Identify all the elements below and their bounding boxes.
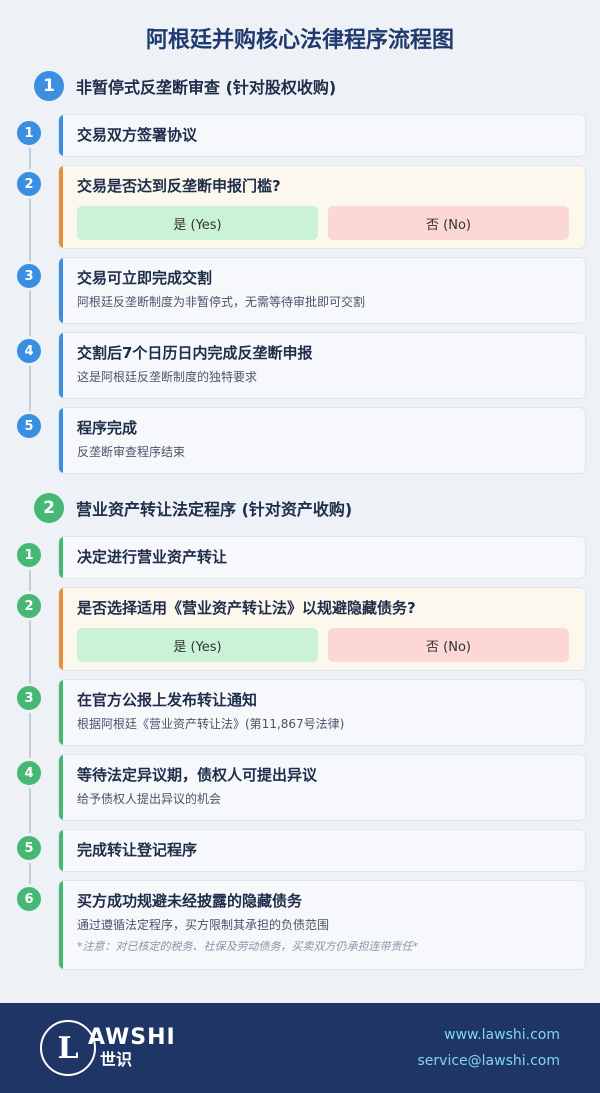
- logo-text: AWSHI 世识: [88, 1026, 176, 1070]
- section-2-rail: [29, 556, 31, 901]
- flow-step: 3 在官方公报上发布转让通知 根据阿根廷《营业资产转让法》(第11,867号法律…: [0, 679, 600, 746]
- step-card: 程序完成 反垄断审查程序结束: [58, 407, 586, 474]
- step-number-badge: 4: [14, 758, 44, 788]
- section-2-title: 营业资产转让法定程序 (针对资产收购): [76, 500, 353, 519]
- step-title: 买方成功规避未经披露的隐藏债务: [77, 892, 303, 910]
- yes-option[interactable]: 是 (Yes): [77, 206, 318, 240]
- section-2-header: 2 营业资产转让法定程序 (针对资产收购): [0, 488, 600, 528]
- step-card: 交割后7个日历日内完成反垄断申报 这是阿根廷反垄断制度的独特要求: [58, 332, 586, 399]
- flow-step: 5 程序完成 反垄断审查程序结束: [0, 407, 600, 474]
- section-1: 1 非暂停式反垄断审查 (针对股权收购) 1 交易双方签署协议 2 交易是否达到…: [0, 66, 600, 474]
- step-title: 交易可立即完成交割: [77, 269, 213, 287]
- step-number-badge: 1: [14, 540, 44, 570]
- section-1-steps: 1 交易双方签署协议 2 交易是否达到反垄断申报门槛? 是 (Yes) 否 (N…: [0, 114, 600, 474]
- logo-letter-mark: L: [40, 1020, 96, 1076]
- no-option[interactable]: 否 (No): [328, 628, 569, 662]
- step-number-badge: 5: [14, 411, 44, 441]
- step-description: 反垄断审查程序结束: [77, 445, 186, 459]
- step-card: 买方成功规避未经披露的隐藏债务 通过遵循法定程序，买方限制其承担的负债范围 *注…: [58, 880, 586, 970]
- no-option[interactable]: 否 (No): [328, 206, 569, 240]
- decision-card: 交易是否达到反垄断申报门槛? 是 (Yes) 否 (No): [58, 165, 586, 249]
- section-2-number-badge: 2: [34, 493, 64, 523]
- section-1-title: 非暂停式反垄断审查 (针对股权收购): [76, 78, 337, 97]
- flow-step: 4 交割后7个日历日内完成反垄断申报 这是阿根廷反垄断制度的独特要求: [0, 332, 600, 399]
- page-title: 阿根廷并购核心法律程序流程图: [145, 28, 454, 53]
- step-description: 给予债权人提出异议的机会: [77, 792, 222, 806]
- step-card: 交易双方签署协议: [58, 114, 586, 157]
- decision-step: 2 是否选择适用《营业资产转让法》以规避隐藏债务? 是 (Yes) 否 (No): [0, 587, 600, 671]
- flow-step: 1 决定进行营业资产转让: [0, 536, 600, 579]
- email-link[interactable]: service@lawshi.com: [417, 1053, 560, 1069]
- decision-choices: 是 (Yes) 否 (No): [77, 206, 569, 240]
- section-1-number-badge: 1: [34, 71, 64, 101]
- decision-card: 是否选择适用《营业资产转让法》以规避隐藏债务? 是 (Yes) 否 (No): [58, 587, 586, 671]
- step-title: 在官方公报上发布转让通知: [77, 691, 258, 709]
- step-number-badge: 2: [14, 169, 44, 199]
- step-card: 交易可立即完成交割 阿根廷反垄断制度为非暂停式，无需等待审批即可交割: [58, 257, 586, 324]
- flow-step: 6 买方成功规避未经披露的隐藏债务 通过遵循法定程序，买方限制其承担的负债范围 …: [0, 880, 600, 970]
- step-number-badge: 4: [14, 336, 44, 366]
- yes-option[interactable]: 是 (Yes): [77, 628, 318, 662]
- step-card: 决定进行营业资产转让: [58, 536, 586, 579]
- step-note: *注意：对已核定的税务、社保及劳动债务，买卖双方仍承担连带责任*: [77, 940, 418, 953]
- decision-step: 2 交易是否达到反垄断申报门槛? 是 (Yes) 否 (No): [0, 165, 600, 249]
- section-2-steps: 1 决定进行营业资产转让 2 是否选择适用《营业资产转让法》以规避隐藏债务? 是…: [0, 536, 600, 970]
- decision-question: 交易是否达到反垄断申报门槛?: [77, 177, 281, 195]
- decision-choices: 是 (Yes) 否 (No): [77, 628, 569, 662]
- logo-wordmark: AWSHI: [88, 1025, 176, 1050]
- logo-chinese-name: 世识: [100, 1050, 133, 1069]
- step-title: 交易双方签署协议: [77, 126, 198, 144]
- flow-step: 5 完成转让登记程序: [0, 829, 600, 872]
- step-description: 根据阿根廷《营业资产转让法》(第11,867号法律): [77, 717, 345, 731]
- step-number-badge: 5: [14, 833, 44, 863]
- lawshi-logo: L AWSHI 世识: [40, 1020, 176, 1076]
- step-title: 决定进行营业资产转让: [77, 548, 228, 566]
- decision-question: 是否选择适用《营业资产转让法》以规避隐藏债务?: [77, 599, 416, 617]
- step-title: 交割后7个日历日内完成反垄断申报: [77, 344, 313, 362]
- step-description: 阿根廷反垄断制度为非暂停式，无需等待审批即可交割: [77, 295, 366, 309]
- step-title: 程序完成: [77, 419, 138, 437]
- step-number-badge: 2: [14, 591, 44, 621]
- step-number-badge: 3: [14, 683, 44, 713]
- website-link[interactable]: www.lawshi.com: [444, 1027, 560, 1043]
- flow-step: 4 等待法定异议期，债权人可提出异议 给予债权人提出异议的机会: [0, 754, 600, 821]
- step-number-badge: 6: [14, 884, 44, 914]
- flow-step: 1 交易双方签署协议: [0, 114, 600, 157]
- step-title: 等待法定异议期，债权人可提出异议: [77, 766, 318, 784]
- step-card: 完成转让登记程序: [58, 829, 586, 872]
- step-title: 完成转让登记程序: [77, 841, 198, 859]
- step-card: 等待法定异议期，债权人可提出异议 给予债权人提出异议的机会: [58, 754, 586, 821]
- step-card: 在官方公报上发布转让通知 根据阿根廷《营业资产转让法》(第11,867号法律): [58, 679, 586, 746]
- flow-step: 3 交易可立即完成交割 阿根廷反垄断制度为非暂停式，无需等待审批即可交割: [0, 257, 600, 324]
- footer: L AWSHI 世识 www.lawshi.com service@lawshi…: [0, 1003, 600, 1093]
- step-description: 通过遵循法定程序，买方限制其承担的负债范围: [77, 918, 330, 932]
- section-1-header: 1 非暂停式反垄断审查 (针对股权收购): [0, 66, 600, 106]
- contact-info: www.lawshi.com service@lawshi.com: [418, 1022, 560, 1074]
- step-number-badge: 3: [14, 261, 44, 291]
- step-description: 这是阿根廷反垄断制度的独特要求: [77, 370, 258, 384]
- step-number-badge: 1: [14, 118, 44, 148]
- section-2: 2 营业资产转让法定程序 (针对资产收购) 1 决定进行营业资产转让 2 是否选…: [0, 488, 600, 970]
